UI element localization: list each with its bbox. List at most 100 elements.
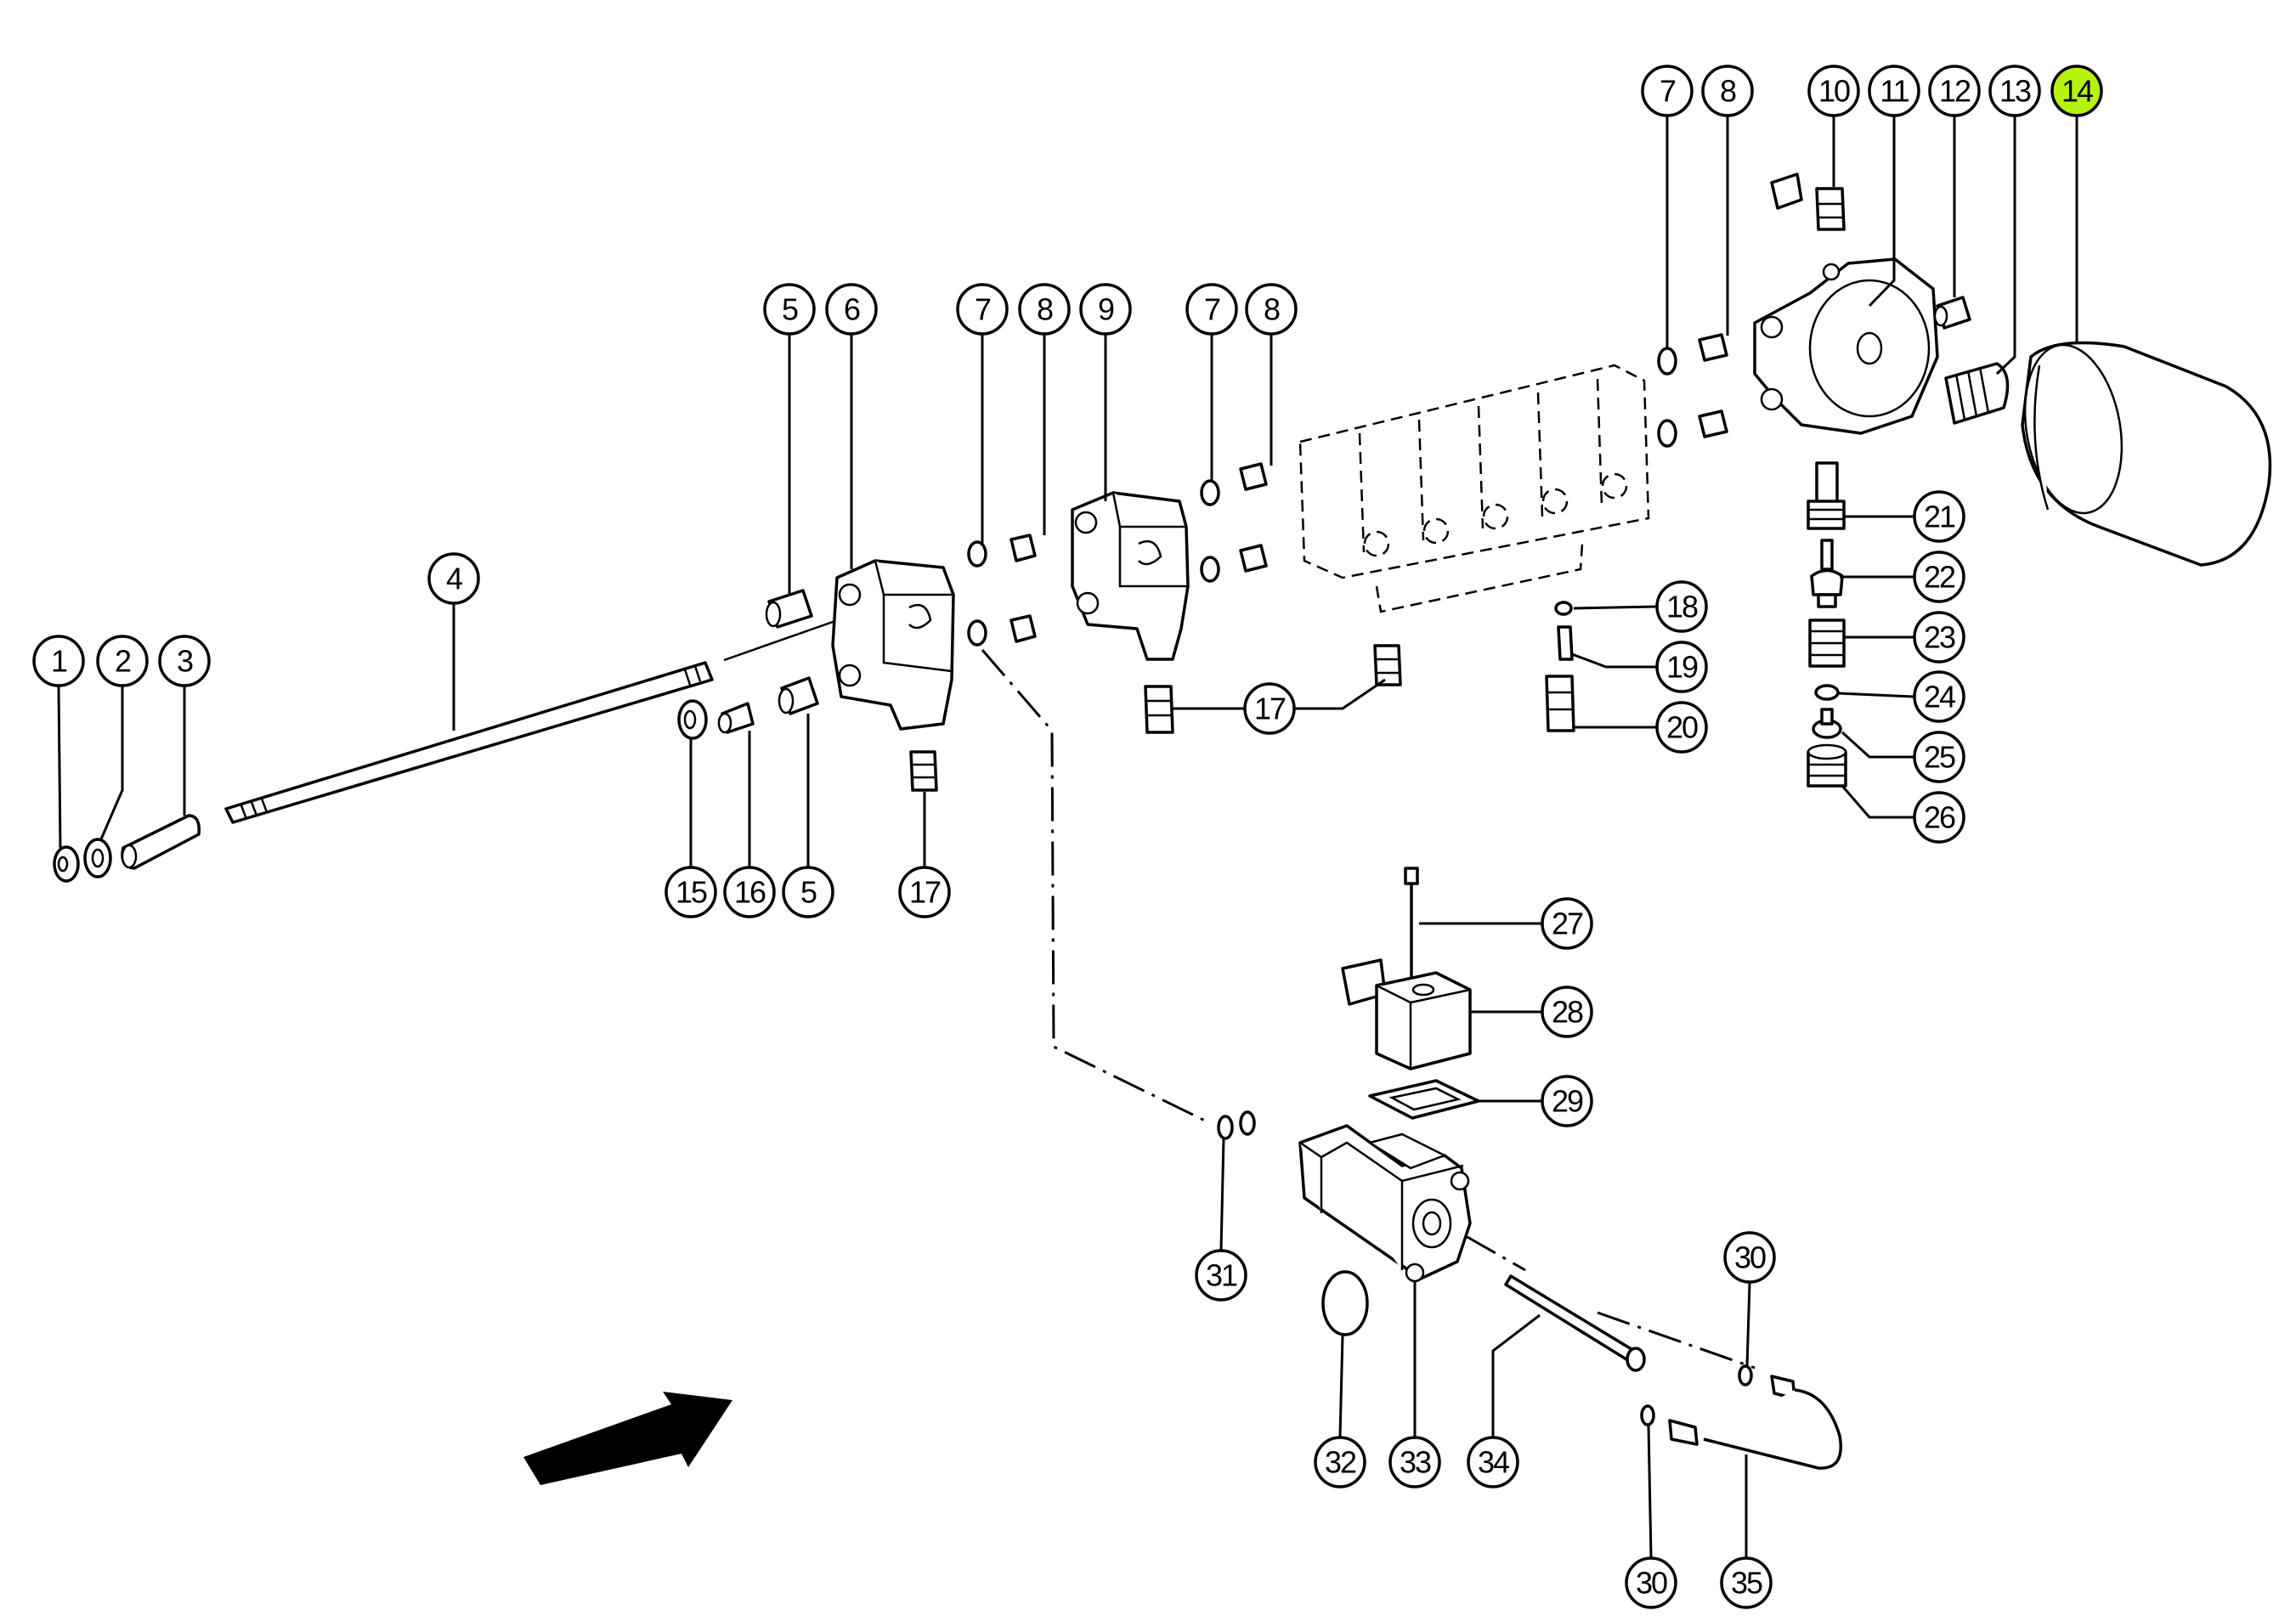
callout-30[interactable]: 30 xyxy=(1723,1231,1776,1284)
callout-8[interactable]: 8 xyxy=(1701,65,1754,117)
part-6-valve-block[interactable] xyxy=(831,559,955,731)
callout-21[interactable]: 21 xyxy=(1913,490,1965,543)
part-24-washer[interactable] xyxy=(1814,684,1840,701)
part-21-valve-insert[interactable] xyxy=(1807,461,1846,530)
callout-8[interactable]: 8 xyxy=(1245,283,1298,336)
part-22-poppet[interactable] xyxy=(1810,539,1844,608)
part-16-plug[interactable] xyxy=(717,702,755,734)
part-30-oring-lower[interactable] xyxy=(1640,1404,1655,1426)
part-17-fitting-left[interactable] xyxy=(909,750,938,792)
part-33-solenoid-valve[interactable] xyxy=(1298,1124,1472,1283)
part-8-seal-c[interactable] xyxy=(1239,462,1268,491)
part-7-oring-c[interactable] xyxy=(1200,479,1220,506)
part-14-filter-cartridge[interactable] xyxy=(2012,337,2272,567)
part-5-fitting-upper[interactable] xyxy=(765,589,813,629)
callout-7[interactable]: 7 xyxy=(1641,65,1694,117)
part-18-oring[interactable] xyxy=(1554,601,1573,616)
callout-17[interactable]: 17 xyxy=(898,866,951,918)
callout-7[interactable]: 7 xyxy=(1185,283,1238,336)
callout-33[interactable]: 33 xyxy=(1388,1436,1441,1488)
part-23-spring[interactable] xyxy=(1808,618,1846,668)
callout-31[interactable]: 31 xyxy=(1195,1249,1247,1302)
part-28-coil-plug[interactable] xyxy=(1341,958,1472,1070)
callout-32[interactable]: 32 xyxy=(1314,1436,1366,1488)
part-34-long-screw[interactable] xyxy=(1504,1274,1646,1372)
callout-25[interactable]: 25 xyxy=(1913,731,1965,783)
callout-4[interactable]: 4 xyxy=(427,552,480,605)
callout-9[interactable]: 9 xyxy=(1079,283,1132,336)
callout-19[interactable]: 19 xyxy=(1655,641,1708,693)
part-4-tie-rod[interactable] xyxy=(224,661,714,824)
callout-14-highlighted[interactable]: 14 xyxy=(2050,65,2103,117)
part-8-seal-f[interactable] xyxy=(1698,409,1728,438)
callout-11[interactable]: 11 xyxy=(1868,65,1920,117)
part-8-seal-a[interactable] xyxy=(1009,534,1037,562)
part-31-orings[interactable] xyxy=(1217,1110,1256,1140)
callout-20[interactable]: 20 xyxy=(1655,701,1708,754)
callout-label: 11 xyxy=(1880,74,1909,109)
callout-label: 14 xyxy=(2061,74,2093,109)
part-3-sleeve[interactable] xyxy=(121,814,201,870)
part-2-washer[interactable] xyxy=(83,838,112,878)
part-1-nut[interactable] xyxy=(53,845,80,883)
callout-16[interactable]: 16 xyxy=(723,866,776,918)
part-8-seal-e[interactable] xyxy=(1698,333,1728,362)
callout-28[interactable]: 28 xyxy=(1541,986,1593,1038)
callout-label: 2 xyxy=(115,644,131,679)
callout-27[interactable]: 27 xyxy=(1541,897,1593,950)
part-17-fitting-right[interactable] xyxy=(1373,644,1402,686)
part-10-connector[interactable] xyxy=(1770,172,1846,231)
part-5-fitting-lower[interactable] xyxy=(778,676,819,715)
part-8-seal-d[interactable] xyxy=(1239,544,1268,573)
part-7-oring-a[interactable] xyxy=(967,540,987,568)
callout-17[interactable]: 17 xyxy=(1243,682,1296,735)
callout-18[interactable]: 18 xyxy=(1655,580,1708,633)
callout-2[interactable]: 2 xyxy=(96,635,149,687)
callout-12[interactable]: 12 xyxy=(1928,65,1981,117)
callout-label: 20 xyxy=(1666,710,1698,745)
callout-3[interactable]: 3 xyxy=(158,635,211,687)
part-13-threaded-nipple[interactable] xyxy=(1944,362,2010,425)
part-8-seal-b[interactable] xyxy=(1009,614,1037,643)
part-11-filter-head[interactable] xyxy=(1753,257,1939,435)
part-32-oring[interactable] xyxy=(1321,1270,1369,1336)
callout-15[interactable]: 15 xyxy=(664,866,717,918)
callout-24[interactable]: 24 xyxy=(1913,670,1965,723)
phantom-valve-bank xyxy=(1298,364,1650,613)
callout-10[interactable]: 10 xyxy=(1807,65,1860,117)
callout-30[interactable]: 30 xyxy=(1625,1556,1677,1609)
callout-1[interactable]: 1 xyxy=(32,635,85,687)
part-7-oring-e[interactable] xyxy=(1657,347,1677,376)
callout-35[interactable]: 35 xyxy=(1720,1556,1773,1609)
part-25-valve-seat[interactable] xyxy=(1812,708,1842,739)
callout-label: 13 xyxy=(1999,74,2031,109)
direction-arrow xyxy=(523,1392,732,1485)
part-35-pipe[interactable] xyxy=(1668,1375,1842,1470)
part-9-valve-section[interactable] xyxy=(1071,491,1190,661)
callout-34[interactable]: 34 xyxy=(1467,1436,1519,1488)
callout-26[interactable]: 26 xyxy=(1913,791,1965,844)
callout-7[interactable]: 7 xyxy=(956,283,1009,336)
part-30-oring-upper[interactable] xyxy=(1738,1364,1753,1387)
callout-5[interactable]: 5 xyxy=(782,866,834,918)
part-17-fitting-middle[interactable] xyxy=(1144,685,1174,734)
part-15-nut[interactable] xyxy=(677,699,708,740)
part-20-fitting[interactable] xyxy=(1545,675,1575,732)
part-19-pin[interactable] xyxy=(1557,625,1574,661)
part-7-oring-f[interactable] xyxy=(1657,419,1677,448)
part-26-plug[interactable] xyxy=(1807,743,1847,788)
callout-22[interactable]: 22 xyxy=(1913,551,1965,603)
callout-label: 17 xyxy=(909,875,941,910)
callout-label: 26 xyxy=(1924,800,1955,835)
part-7-oring-d[interactable] xyxy=(1200,556,1220,583)
callout-13[interactable]: 13 xyxy=(1988,65,2041,117)
part-12-plug[interactable] xyxy=(1933,296,1971,330)
callout-6[interactable]: 6 xyxy=(825,283,878,336)
callout-5[interactable]: 5 xyxy=(763,283,816,336)
callout-23[interactable]: 23 xyxy=(1913,611,1965,664)
callout-29[interactable]: 29 xyxy=(1541,1075,1593,1127)
part-27-screw[interactable] xyxy=(1404,867,1419,981)
callout-8[interactable]: 8 xyxy=(1018,283,1071,336)
part-29-gasket[interactable] xyxy=(1368,1079,1480,1120)
part-7-oring-b[interactable] xyxy=(967,619,987,647)
